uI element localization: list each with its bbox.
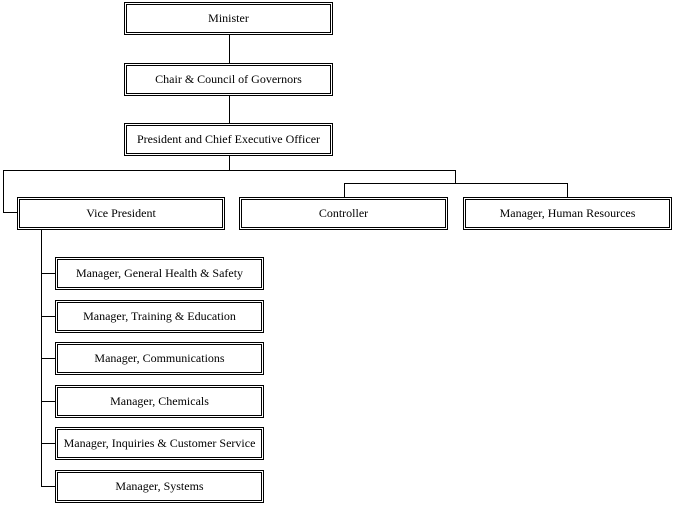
manager-general-health-safety-label: Manager, General Health & Safety xyxy=(75,266,244,280)
manager-chemicals-box: Manager, Chemicals xyxy=(55,385,264,418)
vice-president-label: Vice President xyxy=(86,206,156,220)
manager-human-resources-box: Manager, Human Resources xyxy=(463,197,672,230)
president-label: President and Chief Executive Officer xyxy=(136,132,321,146)
vice-president-box: Vice President xyxy=(17,197,225,230)
manager-systems-box: Manager, Systems xyxy=(55,470,264,503)
manager-communications-box: Manager, Communications xyxy=(55,342,264,375)
president-box: President and Chief Executive Officer xyxy=(124,123,333,156)
manager-training-education-box: Manager, Training & Education xyxy=(55,300,264,333)
manager-general-health-safety-box: Manager, General Health & Safety xyxy=(55,257,264,290)
manager-inquiries-customer-service-box: Manager, Inquiries & Customer Service xyxy=(55,427,264,460)
minister-box: Minister xyxy=(124,2,333,35)
chair-label: Chair & Council of Governors xyxy=(155,72,302,86)
manager-communications-label: Manager, Communications xyxy=(94,351,225,365)
manager-inquiries-customer-service-label: Manager, Inquiries & Customer Service xyxy=(63,436,256,450)
manager-chemicals-label: Manager, Chemicals xyxy=(110,394,209,408)
manager-human-resources-label: Manager, Human Resources xyxy=(499,206,636,220)
chair-box: Chair & Council of Governors xyxy=(124,63,333,96)
controller-label: Controller xyxy=(318,206,369,220)
controller-box: Controller xyxy=(239,197,448,230)
manager-training-education-label: Manager, Training & Education xyxy=(83,309,236,323)
manager-systems-label: Manager, Systems xyxy=(115,479,204,493)
minister-label: Minister xyxy=(208,11,249,25)
